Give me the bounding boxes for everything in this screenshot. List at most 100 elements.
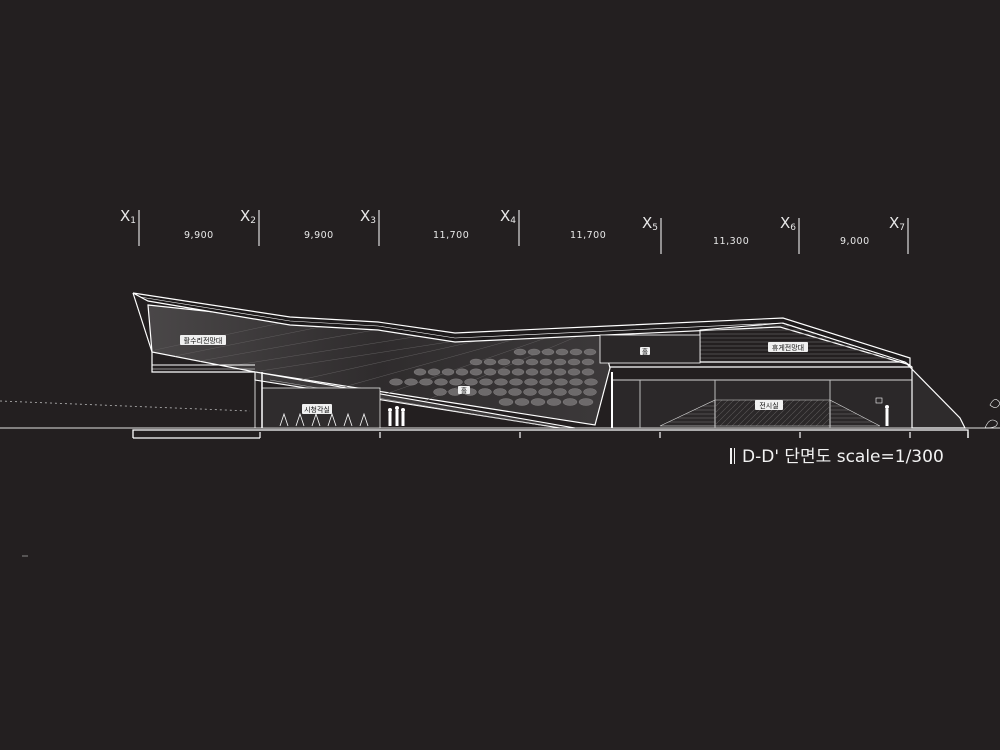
svg-text:홀: 홀 xyxy=(642,347,649,356)
shell-perforation xyxy=(568,388,582,396)
shell-perforation xyxy=(569,378,583,386)
tag-upper-right: 휴게전망대 xyxy=(768,342,808,352)
shell-perforation xyxy=(455,368,469,376)
building-section xyxy=(132,292,1000,439)
axis-x4: X4 xyxy=(500,207,520,246)
shell-perforation xyxy=(497,358,511,366)
shell-perforation xyxy=(525,358,539,366)
svg-text:X7: X7 xyxy=(889,214,905,233)
svg-text:휴게전망대: 휴게전망대 xyxy=(772,343,804,352)
shell-perforation xyxy=(578,398,594,406)
span-dimensions: 9,900 9,900 11,700 11,700 11,300 9,000 xyxy=(184,230,870,247)
span-1: 9,900 xyxy=(184,230,214,241)
shell-perforation xyxy=(546,398,562,406)
svg-text:X5: X5 xyxy=(642,214,658,233)
shell-perforation xyxy=(584,378,598,386)
tag-lower-right: 전시실 xyxy=(755,400,783,410)
shell-perforation xyxy=(567,368,581,376)
svg-text:홀: 홀 xyxy=(461,386,468,395)
axis-x3: X3 xyxy=(360,207,380,246)
svg-text:활수리전망대: 활수리전망대 xyxy=(184,336,223,345)
shell-perforation xyxy=(541,348,555,356)
shell-perforation xyxy=(562,398,578,406)
shell-perforation xyxy=(389,378,403,386)
svg-text:시청각실: 시청각실 xyxy=(304,405,330,414)
axis-x5: X5 xyxy=(642,214,662,254)
svg-text:X6: X6 xyxy=(780,214,796,233)
shell-perforation xyxy=(581,358,595,366)
tag-lower-left: 시청각실 xyxy=(302,404,332,414)
axis-x2: X2 xyxy=(240,207,260,246)
shell-perforation xyxy=(539,358,553,366)
shell-perforation xyxy=(511,368,525,376)
span-6: 9,000 xyxy=(840,236,870,247)
shell-perforation xyxy=(469,358,483,366)
shell-perforation xyxy=(449,378,463,386)
span-5: 11,300 xyxy=(713,236,749,247)
svg-text:X3: X3 xyxy=(360,207,376,226)
tag-small: 홀 xyxy=(640,347,650,356)
shell-perforation xyxy=(583,348,597,356)
axis-x6: X6 xyxy=(780,214,800,254)
shell-perforation xyxy=(419,378,433,386)
shell-perforation xyxy=(553,358,567,366)
drawing-title: D-D' 단면도 scale=1/300 xyxy=(730,447,944,467)
svg-text:X4: X4 xyxy=(500,207,516,226)
right-end-wall xyxy=(904,361,966,429)
shell-perforation xyxy=(483,368,497,376)
shell-perforation xyxy=(413,368,427,376)
foundation xyxy=(132,429,969,438)
shell-perforation xyxy=(569,348,583,356)
shell-perforation xyxy=(581,368,595,376)
shell-perforation xyxy=(483,358,497,366)
shell-perforation xyxy=(441,368,455,376)
svg-text:X1: X1 xyxy=(120,207,136,226)
shell-perforation xyxy=(479,378,493,386)
grid-axes: X1 X2 X3 X4 X5 X6 X7 xyxy=(120,207,909,254)
axis-x1: X1 xyxy=(120,207,140,246)
tag-upper-left: 활수리전망대 xyxy=(180,335,226,345)
shell-perforation xyxy=(514,398,530,406)
axis-x7: X7 xyxy=(889,214,909,254)
shell-perforation xyxy=(493,388,507,396)
left-wedge xyxy=(132,292,255,373)
shell-perforation xyxy=(498,398,514,406)
shell-perforation xyxy=(433,388,447,396)
span-4: 11,700 xyxy=(570,230,606,241)
tag-hall: 홀 xyxy=(458,386,470,395)
svg-text:X2: X2 xyxy=(240,207,256,226)
shell-perforation xyxy=(553,368,567,376)
shell-perforation xyxy=(469,368,483,376)
shell-perforation xyxy=(527,348,541,356)
svg-text:전시실: 전시실 xyxy=(759,401,778,410)
shell-perforation xyxy=(539,368,553,376)
shell-perforation xyxy=(567,358,581,366)
shell-perforation xyxy=(554,378,568,386)
shell-perforation xyxy=(478,388,492,396)
shell-perforation xyxy=(434,378,448,386)
shell-perforation xyxy=(494,378,508,386)
shell-perforation xyxy=(539,378,553,386)
shell-perforation xyxy=(513,348,527,356)
shell-perforation xyxy=(464,378,478,386)
span-2: 9,900 xyxy=(304,230,334,241)
shell-perforation xyxy=(538,388,552,396)
shell-perforation xyxy=(497,368,511,376)
shell-perforation xyxy=(523,388,537,396)
shell-perforation xyxy=(553,388,567,396)
span-3: 11,700 xyxy=(433,230,469,241)
sight-line xyxy=(0,400,251,412)
shell-perforation xyxy=(509,378,523,386)
tree-icon xyxy=(984,399,1000,429)
shell-perforation xyxy=(525,368,539,376)
shell-perforation xyxy=(404,378,418,386)
shell-perforation xyxy=(583,388,597,396)
shell-perforation xyxy=(427,368,441,376)
shell-perforation xyxy=(524,378,538,386)
svg-text:D-D' 단면도 scale=1/300: D-D' 단면도 scale=1/300 xyxy=(742,447,944,467)
shell-perforation xyxy=(555,348,569,356)
shell-perforation xyxy=(508,388,522,396)
shell-perforation xyxy=(511,358,525,366)
shell-perforation xyxy=(530,398,546,406)
